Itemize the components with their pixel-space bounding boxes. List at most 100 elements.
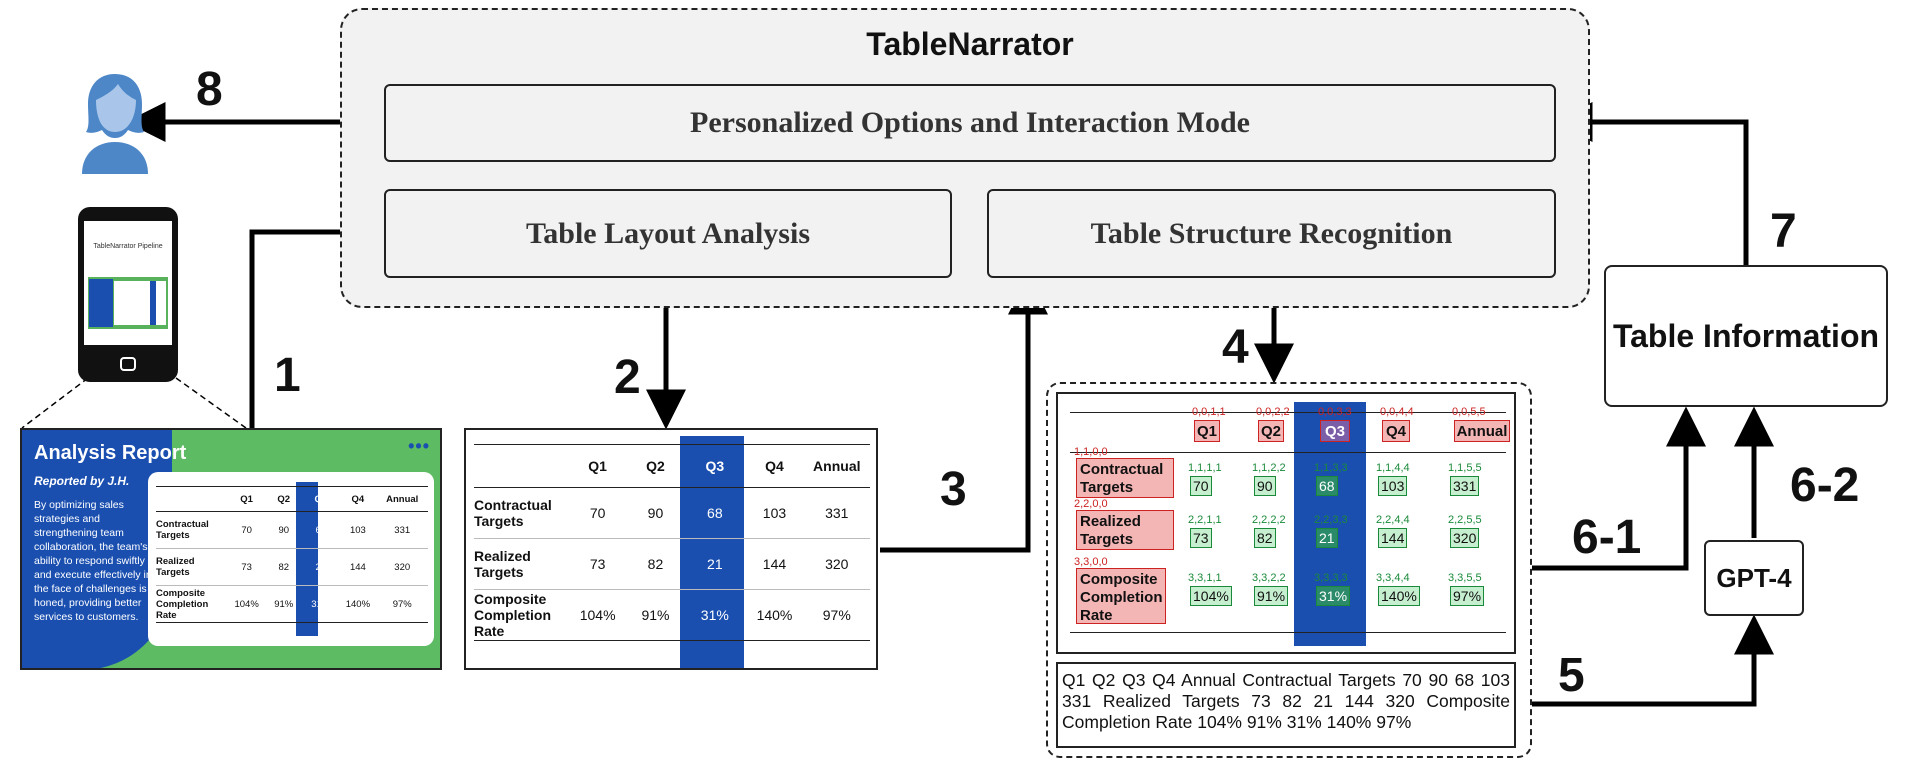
value-cell: 73 [1190, 528, 1212, 548]
table-cell: 68 [302, 511, 340, 549]
table-cell: 97% [376, 585, 428, 623]
arrow-6-1 [1532, 406, 1706, 571]
report-subtitle: Reported by J.H. [34, 474, 130, 488]
value-cell: 140% [1378, 586, 1420, 606]
table-cell: 73 [228, 548, 266, 586]
cell-index-label: 3,3,3,3 [1314, 572, 1348, 584]
cell-index-label: 1,1,5,5 [1448, 462, 1482, 474]
callout-line-left [21, 377, 89, 429]
arrow-1 [249, 212, 386, 428]
phone-icon: TableNarrator Pipeline [78, 207, 178, 382]
value-cell: 68 [1316, 476, 1338, 496]
analysis-report-card: Analysis Report Reported by J.H. By opti… [20, 428, 442, 670]
value-cell: 82 [1254, 528, 1276, 548]
row-index-label: 2,2,0,0 [1074, 498, 1108, 510]
arrow-7 [1552, 102, 1749, 265]
cell-index-label: 2,2,4,4 [1376, 514, 1410, 526]
cell-index-label: 3,3,4,4 [1376, 572, 1410, 584]
column-header: Q2 [626, 444, 685, 488]
value-cell: 31% [1316, 586, 1351, 606]
rule-bottom [1070, 632, 1506, 633]
table-layout-analysis-module: Table Layout Analysis [384, 189, 952, 278]
header-index-label: 0,0,1,1 [1192, 406, 1226, 418]
linearized-table-text: Q1 Q2 Q3 Q4 Annual Contractual Targets 7… [1056, 662, 1516, 748]
cell-index-label: 2,2,5,5 [1448, 514, 1482, 526]
table-cell: 144 [339, 548, 377, 586]
value-cell: 91% [1254, 586, 1289, 606]
header-index-label: 0,0,5,5 [1452, 406, 1486, 418]
column-header: Q4 [339, 486, 377, 512]
row-header: Contractual Targets [474, 487, 569, 539]
table-structure-recognition-module: Table Structure Recognition [987, 189, 1556, 278]
table-cell: 104% [228, 585, 266, 623]
step-label-3: 3 [940, 463, 967, 516]
cell-index-label: 3,3,5,5 [1448, 572, 1482, 584]
table-cell: 103 [745, 487, 804, 539]
value-cell: 70 [1190, 476, 1212, 496]
table-cell: 31% [684, 589, 746, 641]
column-header: Q2 [265, 486, 303, 512]
header-index-label: 0,0,4,4 [1380, 406, 1414, 418]
table-cell: 331 [376, 511, 428, 549]
arrow-3 [880, 274, 1048, 553]
table-cell: 82 [626, 538, 685, 590]
row-header-cell: Realized Targets [1076, 510, 1174, 550]
table-cell: 97% [803, 589, 870, 641]
table-cell: 21 [684, 538, 746, 590]
value-cell: 97% [1450, 586, 1485, 606]
step-label-1: 1 [274, 349, 301, 402]
table-cell: 104% [568, 589, 627, 641]
table-cell: 144 [745, 538, 804, 590]
value-cell: 90 [1254, 476, 1276, 496]
value-cell: 331 [1450, 476, 1480, 496]
row-index-label: 3,3,0,0 [1074, 556, 1108, 568]
column-header: Q4 [745, 444, 804, 488]
personalized-options-module: Personalized Options and Interaction Mod… [384, 84, 1556, 162]
row-header-cell: Contractual Targets [1076, 458, 1174, 498]
table-cell: 320 [376, 548, 428, 586]
phone-screen-title: TableNarrator Pipeline [93, 243, 163, 250]
step-label-7: 7 [1770, 205, 1797, 258]
row-header: Composite Completion Rate [474, 589, 569, 641]
table-cell: 70 [228, 511, 266, 549]
value-cell: 144 [1378, 528, 1408, 548]
table-cell: 82 [265, 548, 303, 586]
report-title: Analysis Report [34, 442, 187, 464]
table-information-box: Table Information [1604, 265, 1888, 407]
cell-index-label: 2,2,3,3 [1314, 514, 1348, 526]
cell-index-label: 1,1,2,2 [1252, 462, 1286, 474]
step-label-2: 2 [614, 351, 641, 404]
corner-header [156, 486, 229, 512]
rule-top [1070, 412, 1506, 413]
column-header-cell: Q4 [1382, 420, 1410, 442]
column-header: Q3 [302, 486, 340, 512]
row-header: Realized Targets [474, 538, 569, 590]
table-cell: 103 [339, 511, 377, 549]
column-header: Annual [376, 486, 428, 512]
cell-index-label: 1,1,3,3 [1314, 462, 1348, 474]
phone-report-thumbnail [88, 277, 168, 329]
step-label-6-2: 6-2 [1790, 459, 1860, 512]
table-cell: 91% [626, 589, 685, 641]
row-header: Realized Targets [156, 548, 229, 586]
header-index-label: 0,0,2,2 [1256, 406, 1290, 418]
step-label-6-1: 6-1 [1572, 511, 1642, 564]
row-index-label: 1,1,0,0 [1074, 446, 1108, 458]
report-body: By optimizing sales strategies and stren… [34, 499, 152, 623]
table-cell: 70 [568, 487, 627, 539]
column-header-cell: Q3 [1320, 420, 1350, 442]
cell-index-label: 3,3,2,2 [1252, 572, 1286, 584]
column-header: Q1 [568, 444, 627, 488]
cell-index-label: 2,2,1,1 [1188, 514, 1222, 526]
